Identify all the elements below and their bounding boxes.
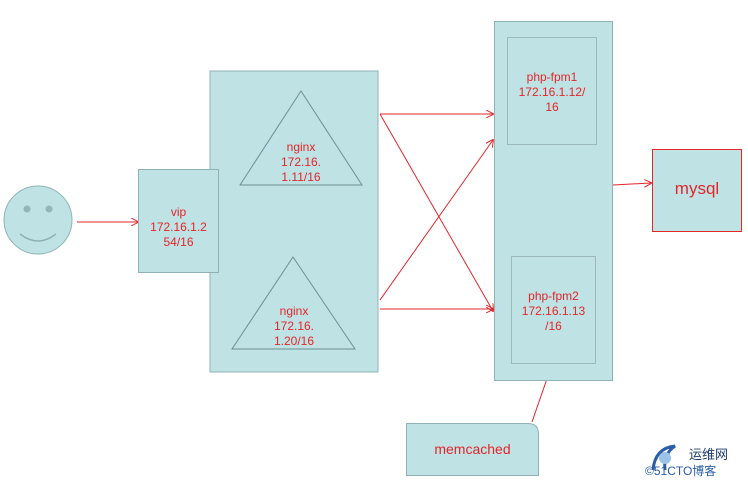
nginx2-to-php1-arrow [379,140,493,301]
watermark-bottom-text: ©51CTO博客 [645,464,717,478]
mysql-label: mysql [674,179,720,198]
php-to-mysql-arrow [612,183,651,185]
nginx2-label: nginx 172.16. 1.20/16 [273,304,315,348]
nginx1-triangle [239,90,363,186]
watermark-logo-icon [651,444,676,471]
user-smiley-icon [3,185,73,255]
vip-label: vip 172.16.1.2 54/16 [150,205,207,249]
memcached-label: memcached [434,441,511,457]
nginx1-label: nginx 172.16. 1.11/16 [280,140,322,184]
nginx1-to-php2-arrow [379,113,493,311]
php-fpm2-box [511,256,596,364]
php-fpm1-box [507,37,597,145]
memcached-box [406,423,539,476]
watermark-top-text: 运维网 [689,447,729,462]
php-fpm1-label: php-fpm1 172.16.1.12/ 16 [518,70,586,114]
vip-box [138,169,219,273]
nginx2-triangle [231,256,356,350]
mysql-box [652,149,742,232]
php-fpm2-label: php-fpm2 172.16.1.13 /16 [521,289,586,333]
